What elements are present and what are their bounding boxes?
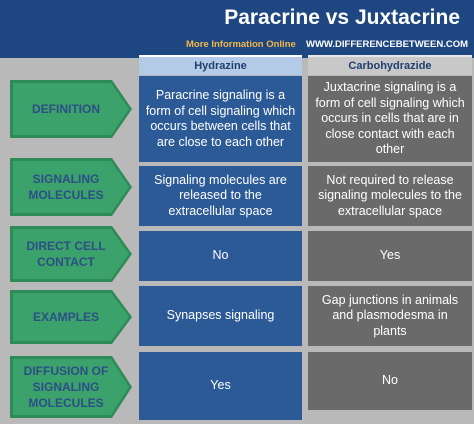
cell-direct-cell-contact-a: No [139,231,302,281]
page-title: Paracrine vs Juxtacrine [224,6,460,29]
row-label-diffusion: DIFFUSION OF SIGNALING MOLECULES [10,356,132,418]
cell-signaling-molecules-b: Not required to release signaling molecu… [308,166,472,226]
row-label-text: DEFINITION [32,102,100,116]
row-label-text: DIFFUSION OF SIGNALING MOLECULES [23,364,109,410]
cell-definition-b: Juxtacrine signaling is a form of cell s… [308,76,472,162]
row-label-examples: EXAMPLES [10,290,132,344]
cell-examples-b: Gap junctions in animals and plasmodesma… [308,286,472,346]
website-link[interactable]: WWW.DIFFERENCEBETWEEN.COM [306,39,469,50]
arrow-shape-icon [10,226,132,282]
row-label-definition: DEFINITION [10,80,132,138]
arrow-shape-icon [10,356,132,418]
cell-diffusion-b: No [308,352,472,410]
row-label-text: DIRECT CELL CONTACT [26,239,106,269]
header-banner: Paracrine vs Juxtacrine More Information… [0,0,474,58]
cell-examples-a: Synapses signaling [139,286,302,346]
arrow-shape-icon [10,158,132,216]
cell-diffusion-a: Yes [139,352,302,420]
row-label-text: SIGNALING MOLECULES [28,172,104,202]
row-label-direct-cell-contact: DIRECT CELL CONTACT [10,226,132,282]
arrow-shape-icon [10,80,132,138]
cell-signaling-molecules-a: Signaling molecules are released to the … [139,166,302,226]
info-label: More Information Online [186,39,296,50]
cell-definition-a: Paracrine signaling is a form of cell si… [139,76,302,162]
row-label-text: EXAMPLES [32,310,99,324]
row-label-signaling-molecules: SIGNALING MOLECULES [10,158,132,216]
column-header-a: Hydrazine [139,55,302,75]
arrow-shape-icon [10,290,132,344]
cell-direct-cell-contact-b: Yes [308,231,472,281]
column-header-b: Carbohydrazide [308,55,472,75]
